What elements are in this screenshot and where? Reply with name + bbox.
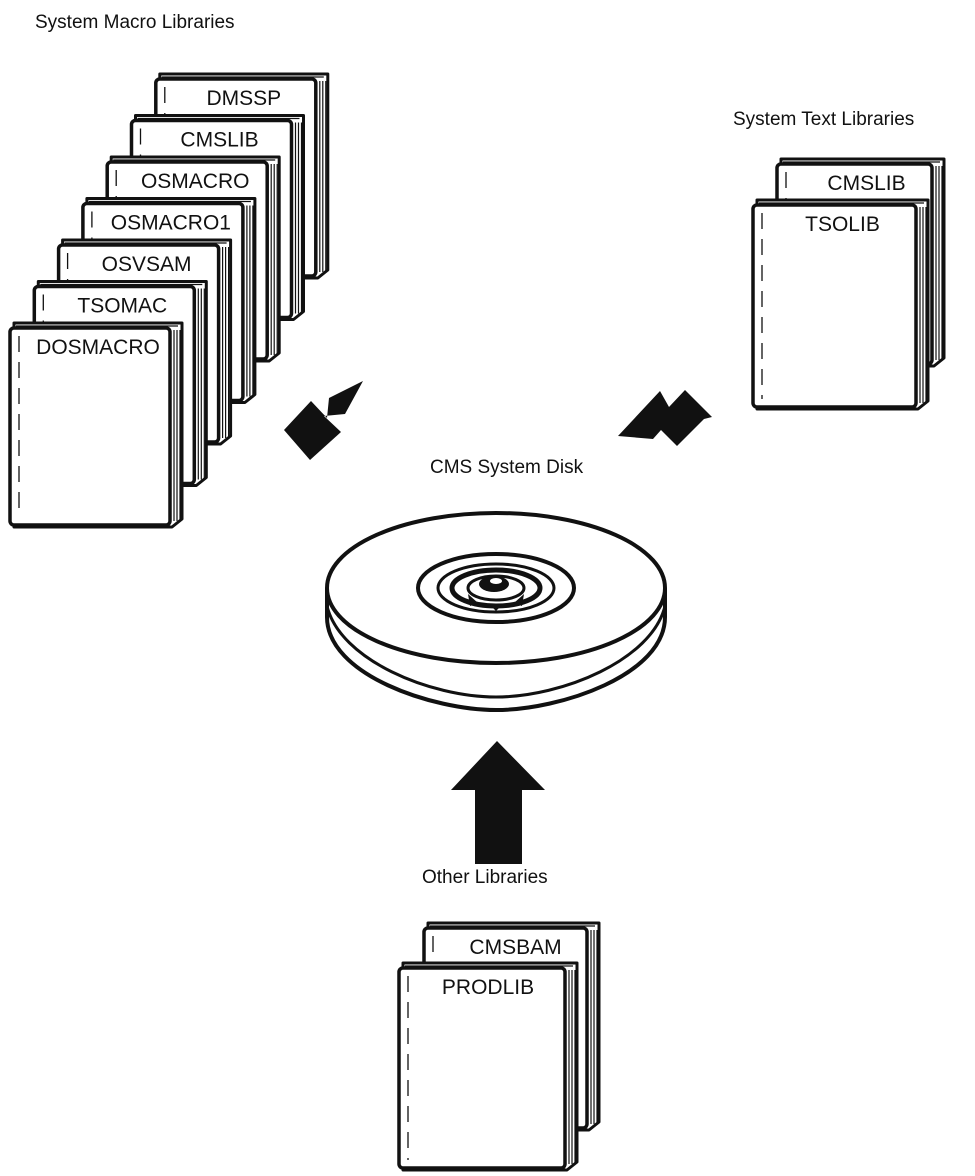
book-label-tsomac: TSOMAC xyxy=(77,295,167,318)
text-library-stack: CMSLIB TSOLIB xyxy=(753,159,944,409)
other-libraries-title: Other Libraries xyxy=(422,867,548,888)
book-label-osvsam: OSVSAM xyxy=(102,253,192,276)
book-label-cmslib: CMSLIB xyxy=(827,172,905,195)
arrow-from-macro-libraries xyxy=(284,381,363,460)
book-label-cmsbam: CMSBAM xyxy=(469,936,561,959)
book-label-osmacro1: OSMACRO1 xyxy=(111,212,231,235)
arrow-from-other-libraries xyxy=(451,741,545,864)
text-libraries-title: System Text Libraries xyxy=(733,109,914,130)
library-book-tsolib: TSOLIB xyxy=(753,200,928,409)
book-label-dosmacro: DOSMACRO xyxy=(36,336,160,359)
arrow-from-text-libraries xyxy=(618,390,712,446)
book-label-prodlib: PRODLIB xyxy=(442,976,534,999)
disk-title: CMS System Disk xyxy=(430,457,584,478)
book-label-osmacro: OSMACRO xyxy=(141,170,250,193)
macro-libraries-title: System Macro Libraries xyxy=(35,12,235,33)
library-book-prodlib: PRODLIB xyxy=(399,963,577,1170)
other-library-stack: CMSBAM PRODLIB xyxy=(399,923,599,1170)
cms-system-disk xyxy=(327,513,665,710)
book-label-cmslib: CMSLIB xyxy=(180,129,258,152)
book-label-dmssp: DMSSP xyxy=(206,87,281,110)
library-book-dosmacro: DOSMACRO xyxy=(10,323,182,527)
book-label-tsolib: TSOLIB xyxy=(805,213,880,236)
